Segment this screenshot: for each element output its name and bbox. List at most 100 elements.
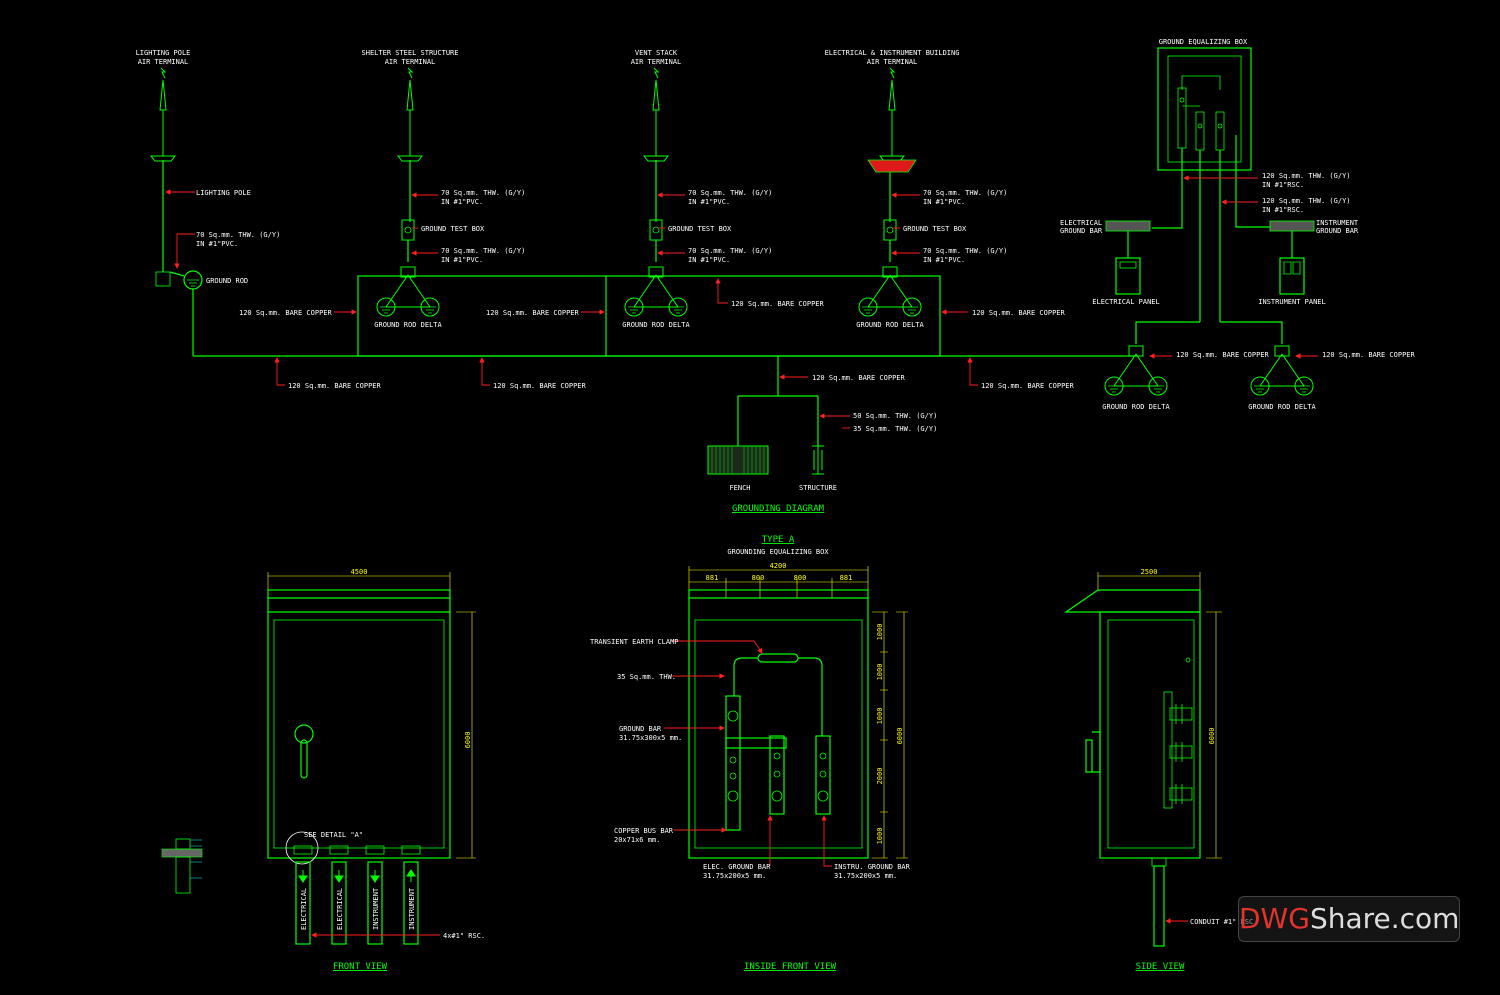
see-detail-label: SEE DETAIL "A"	[304, 831, 363, 839]
inside-dim-width: 4200	[770, 562, 787, 570]
svg-text:120 Sq.mm. BARE COPPER: 120 Sq.mm. BARE COPPER	[981, 382, 1075, 390]
svg-text:GROUND BAR: GROUND BAR	[1316, 227, 1359, 235]
svg-text:GROUND ROD DELTA: GROUND ROD DELTA	[1102, 403, 1170, 411]
rsc-label: 4x#1" RSC.	[443, 932, 485, 940]
svg-text:70 Sq.mm. THW. (G/Y): 70 Sq.mm. THW. (G/Y)	[441, 189, 525, 197]
svg-text:IN #1"PVC.: IN #1"PVC.	[923, 198, 965, 206]
delta-label-3: GROUND ROD DELTA	[856, 321, 924, 329]
ground-bar	[725, 695, 741, 831]
side-conduit-label: CONDUIT #1" RSC.	[1190, 918, 1257, 926]
ground-rod-delta-1	[376, 266, 440, 317]
geb-box-outer	[1157, 47, 1252, 171]
side-handle	[1085, 731, 1101, 773]
terminal-title-vent-stack: VENT STACK	[635, 49, 678, 57]
delta-label-2: GROUND ROD DELTA	[622, 321, 690, 329]
transient-earth-clamp	[757, 653, 799, 663]
terminal-subtitle: AIR TERMINAL	[631, 58, 682, 66]
svg-text:IN #1"PVC.: IN #1"PVC.	[688, 256, 730, 264]
diagram-title: GROUNDING DIAGRAM	[732, 504, 825, 514]
front-dim-width: 4500	[351, 568, 368, 576]
pvc-label: IN #1"PVC.	[196, 240, 238, 248]
rsc-label-1: IN #1"RSC.	[1262, 181, 1304, 189]
ground-rod-delta-2	[624, 266, 688, 317]
inside-dim-height: 6000	[896, 728, 904, 745]
conduit	[331, 861, 347, 945]
terminal-subtitle: AIR TERMINAL	[385, 58, 436, 66]
watermark-logo: DWGShare.com	[1238, 896, 1460, 942]
instrument-panel	[1279, 257, 1305, 295]
building-roof-flange	[867, 159, 917, 173]
inside-dim-side-1: 1000	[876, 624, 884, 641]
instru-ground-bar	[815, 735, 831, 815]
svg-text:GROUND BAR: GROUND BAR	[1060, 227, 1103, 235]
air-terminal-building	[879, 67, 905, 162]
elec-bar-label: ELEC. GROUND BAR	[703, 863, 771, 871]
rsc-label-2: IN #1"RSC.	[1262, 206, 1304, 214]
terminal-subtitle: AIR TERMINAL	[138, 58, 189, 66]
instrument-panel-label: INSTRUMENT PANEL	[1258, 298, 1325, 306]
structure-symbol	[812, 445, 824, 475]
inside-front-view: TYPE A GROUNDING EQUALIZING BOX 4200 881…	[590, 535, 911, 972]
thw35-inside-label: 35 Sq.mm. THW.	[617, 673, 676, 681]
geb-title: GROUND EQUALIZING BOX	[1159, 38, 1248, 46]
inside-dim-side-3: 1000	[876, 708, 884, 725]
svg-text:120 Sq.mm. BARE COPPER: 120 Sq.mm. BARE COPPER	[812, 374, 906, 382]
inside-enclosure	[688, 589, 869, 859]
svg-text:120 Sq.mm. BARE COPPER: 120 Sq.mm. BARE COPPER	[288, 382, 382, 390]
detail-a-sketch	[161, 838, 203, 894]
svg-text:70 Sq.mm. THW. (G/Y): 70 Sq.mm. THW. (G/Y)	[688, 247, 772, 255]
ground-test-box-1	[401, 219, 415, 241]
delta-label-1: GROUND ROD DELTA	[374, 321, 442, 329]
fench-label: FENCH	[729, 484, 750, 492]
svg-text:120 Sq.mm. BARE COPPER: 120 Sq.mm. BARE COPPER	[486, 309, 580, 317]
inside-view-title: INSIDE FRONT VIEW	[744, 962, 837, 972]
ground-rod-label: GROUND ROD	[206, 277, 248, 285]
ground-test-box-3	[883, 219, 897, 241]
terminal-subtitle: AIR TERMINAL	[867, 58, 918, 66]
ground-rod-delta-4	[1104, 345, 1168, 396]
svg-text:120 Sq.mm. BARE COPPER: 120 Sq.mm. BARE COPPER	[1176, 351, 1270, 359]
electrical-panel-label: ELECTRICAL PANEL	[1092, 298, 1159, 306]
clamp-label: TRANSIENT EARTH CLAMP	[590, 638, 679, 646]
ground-rod-delta-3	[858, 266, 922, 317]
geb-box-inner	[1167, 55, 1242, 163]
instru-bar-label: INSTRU. GROUND BAR	[834, 863, 911, 871]
inside-dim-side-5: 1000	[876, 828, 884, 845]
inside-dim-top-3: 800	[794, 574, 807, 582]
air-terminal-shelter	[397, 67, 423, 162]
earth-clamp-cable	[733, 657, 823, 736]
ground-test-box-2	[649, 219, 663, 241]
elec-ground-bar	[769, 735, 785, 815]
inst-ground-bar-symbol	[1269, 220, 1315, 232]
side-conduit	[1153, 865, 1165, 947]
grounding-diagram: LIGHTING POLE AIR TERMINAL SHELTER STEEL…	[136, 38, 1416, 514]
ground-loop	[357, 275, 941, 357]
svg-text:31.75x300x5 mm.: 31.75x300x5 mm.	[619, 734, 682, 742]
inside-dim-side-4: 2000	[876, 768, 884, 785]
svg-text:IN #1"PVC.: IN #1"PVC.	[688, 198, 730, 206]
front-view-title: FRONT VIEW	[333, 962, 388, 972]
ground-bar-label: GROUND BAR	[619, 725, 662, 733]
thw120-label-1: 120 Sq.mm. THW. (G/Y)	[1262, 172, 1351, 180]
thw35-label: 35 Sq.mm. THW. (G/Y)	[853, 425, 937, 433]
inside-dim-top-4: 881	[840, 574, 853, 582]
type-subtitle: GROUNDING EQUALIZING BOX	[727, 548, 829, 556]
inside-dim-side-2: 1000	[876, 664, 884, 681]
lighting-pole-label: LIGHTING POLE	[196, 189, 251, 197]
terminal-title-shelter: SHELTER STEEL STRUCTURE	[362, 49, 459, 57]
svg-text:31.75x200x5 mm.: 31.75x200x5 mm.	[834, 872, 897, 880]
side-view-title: SIDE VIEW	[1136, 962, 1185, 972]
pole-base	[155, 271, 171, 287]
front-dim-height: 6000	[464, 732, 472, 749]
front-door	[273, 619, 445, 849]
electrical-panel	[1115, 257, 1141, 295]
svg-text:IN #1"PVC.: IN #1"PVC.	[441, 198, 483, 206]
side-dim-height: 6000	[1208, 728, 1216, 745]
svg-text:70 Sq.mm. THW. (G/Y): 70 Sq.mm. THW. (G/Y)	[688, 189, 772, 197]
conduit-label-3: INSTRUMENT	[372, 887, 380, 930]
svg-text:GROUND TEST BOX: GROUND TEST BOX	[903, 225, 967, 233]
inst-ground-bar-label: INSTRUMENT	[1316, 219, 1359, 227]
svg-text:GROUND TEST BOX: GROUND TEST BOX	[668, 225, 732, 233]
bus-bar-label: COPPER BUS BAR	[614, 827, 674, 835]
